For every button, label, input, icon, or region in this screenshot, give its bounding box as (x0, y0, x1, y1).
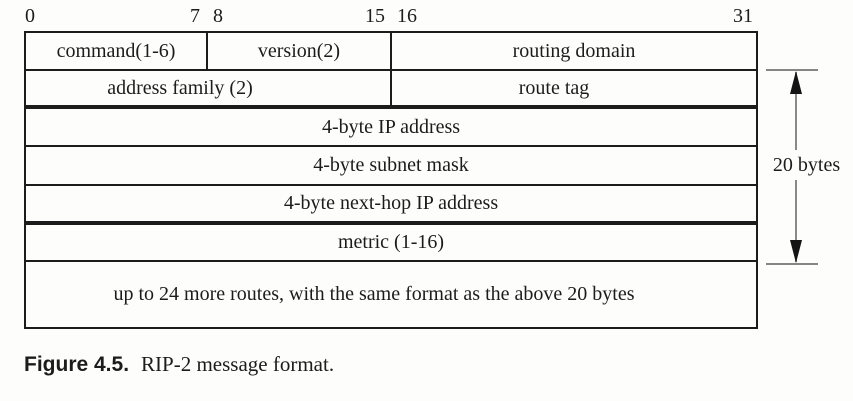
field-metric: metric (1-16) (337, 231, 445, 253)
field-version: version(2) (208, 33, 392, 69)
field-routing-domain: routing domain (512, 39, 636, 62)
bit-label-15: 15 (365, 5, 385, 27)
field-subnet-mask: 4-byte subnet mask (313, 154, 469, 176)
20-bytes-extent: 20 bytes (758, 58, 853, 270)
field-route-tag: route tag (518, 76, 590, 99)
field-next-hop: 4-byte next-hop IP address (283, 192, 499, 214)
figure-caption: Figure 4.5. RIP-2 message format. (24, 351, 334, 378)
route-entry-row-4: 4-byte next-hop IP address (26, 186, 756, 225)
field-ip-address: 4-byte IP address (321, 115, 461, 138)
bit-label-0: 0 (25, 5, 35, 27)
header-row: command(1-6) version(2) routing domain (26, 33, 756, 71)
route-entry-row-3: 4-byte subnet mask (26, 147, 756, 186)
bit-label-7: 7 (190, 5, 200, 27)
extent-label: 20 bytes (758, 150, 853, 180)
figure-number: Figure 4.5. (24, 353, 130, 376)
route-entry-row-1: address family (2) route tag (26, 71, 756, 109)
figure-title: RIP-2 message format. (141, 352, 335, 376)
field-address-family: address family (2) (26, 71, 392, 105)
more-routes-row: up to 24 more routes, with the same form… (26, 262, 756, 327)
route-entry-row-5: metric (1-16) (26, 225, 756, 262)
bit-label-8: 8 (213, 5, 223, 27)
route-entry-row-2: 4-byte IP address (26, 109, 756, 147)
field-more-routes: up to 24 more routes, with the same form… (113, 283, 635, 305)
field-command: command(1-6) (26, 33, 208, 69)
rip2-packet-diagram: command(1-6) version(2) routing domain a… (24, 31, 758, 329)
bit-label-16: 16 (397, 5, 417, 27)
bit-label-31: 31 (733, 5, 753, 27)
